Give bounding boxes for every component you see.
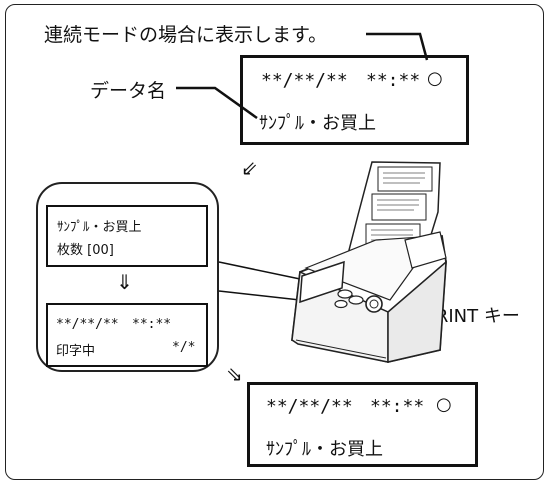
display-left-2-time: **:** — [132, 317, 172, 332]
display-top-data-name: ｻﾝﾌﾟﾙ・お買上 — [259, 113, 376, 134]
data-name-label: データ名 — [90, 80, 167, 102]
print-key-label: PRINT キー — [425, 306, 520, 327]
display-bottom: **/**/** **:** ○ ｻﾝﾌﾟﾙ・お買上 — [247, 382, 478, 467]
display-left-2-date: **/**/** — [56, 317, 119, 332]
left-sequence-panel — [36, 182, 219, 372]
display-bottom-date: **/**/** — [266, 396, 353, 417]
display-top-date: **/**/** — [261, 70, 348, 91]
display-left-1: ｻﾝﾌﾟﾙ・お買上 枚数 [00] — [46, 205, 208, 267]
display-top: **/**/** **:** ○ ｻﾝﾌﾟﾙ・お買上 — [240, 55, 469, 145]
continuous-indicator-icon: ○ — [427, 68, 443, 89]
continuous-mode-note: 連続モードの場合に表示します。 — [44, 24, 328, 46]
display-left-2: **/**/** **:** 印字中 */* — [46, 303, 208, 367]
display-left-2-progress: */* — [172, 340, 196, 355]
arrow-diagonal-down-left-icon: ⇙ — [241, 156, 258, 180]
diagram-frame — [5, 4, 544, 480]
display-top-time: **:** — [366, 70, 421, 91]
continuous-indicator-bottom-icon: ○ — [436, 394, 452, 415]
display-left-1-data-name: ｻﾝﾌﾟﾙ・お買上 — [57, 220, 142, 235]
display-left-2-printing: 印字中 — [56, 344, 96, 359]
arrow-down-icon: ⇓ — [116, 270, 133, 294]
display-bottom-data-name: ｻﾝﾌﾟﾙ・お買上 — [266, 439, 383, 460]
display-bottom-time: **:** — [370, 396, 425, 417]
arrow-diagonal-down-right-icon: ⇘ — [226, 362, 243, 386]
display-left-1-count: 枚数 [00] — [57, 243, 114, 258]
